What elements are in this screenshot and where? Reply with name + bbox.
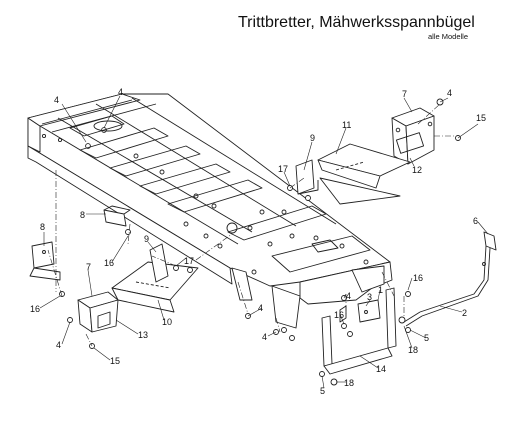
main-frame [27, 93, 393, 329]
callout-label: 4 [262, 332, 267, 342]
callout-label: 5 [320, 386, 325, 396]
callout-label: 16 [413, 273, 423, 283]
callout-label: 5 [424, 333, 429, 343]
callout-label: 16 [30, 304, 40, 314]
diagram-title: Trittbretter, Mähwerksspannbügel [238, 14, 475, 31]
callout-label: 4 [56, 340, 61, 350]
fasteners [59, 98, 461, 386]
bracket-8-middle [103, 205, 131, 227]
callout-label: 16 [104, 258, 114, 268]
callout-label: 11 [342, 120, 351, 130]
deck-hanger-rod-2 [403, 231, 497, 327]
callout-label: 16 [334, 310, 344, 320]
callout-label: 10 [162, 317, 172, 327]
callout-label: 12 [412, 165, 422, 175]
callout-label: 8 [80, 210, 85, 220]
callout-label: 8 [40, 222, 45, 232]
bracket-9-left [149, 243, 169, 283]
hanger-bracket-14 [321, 287, 397, 375]
callout-label: 14 [376, 364, 386, 374]
callout-numbers: 4 4 7 4 15 9 11 12 17 8 8 9 16 17 7 16 6… [30, 87, 486, 396]
plate-3 [357, 299, 381, 323]
callout-label: 4 [447, 88, 452, 98]
assembly-guide-lines [47, 103, 456, 347]
leader-lines [39, 95, 489, 389]
mounting-bracket-13 [77, 291, 119, 333]
callout-label: 4 [54, 95, 59, 105]
callout-label: 4 [118, 87, 123, 97]
callout-label: 15 [476, 113, 486, 123]
callout-label: 9 [144, 234, 149, 244]
callout-label: 13 [138, 330, 148, 340]
mounting-bracket-12 [391, 107, 435, 165]
callout-label: 9 [310, 133, 315, 143]
callout-label: 6 [473, 216, 478, 226]
callout-label: 15 [110, 356, 120, 366]
step-plate-10 [111, 261, 199, 313]
callout-label: 7 [402, 89, 407, 99]
bracket-8-left [29, 241, 61, 281]
step-plate-11 [317, 143, 411, 205]
callout-label: 2 [462, 308, 467, 318]
diagram-subtitle: alle Modelle [428, 32, 469, 41]
callout-label: 17 [184, 256, 194, 266]
callout-label: 4 [258, 303, 263, 313]
callout-label: 1 [378, 285, 383, 295]
callout-label: 3 [367, 292, 372, 302]
callout-label: 18 [408, 345, 418, 355]
callout-label: 18 [344, 378, 354, 388]
callout-label: 4 [346, 291, 351, 301]
callout-label: 7 [86, 262, 91, 272]
callout-label: 17 [278, 164, 288, 174]
bracket-9-right [295, 159, 319, 195]
